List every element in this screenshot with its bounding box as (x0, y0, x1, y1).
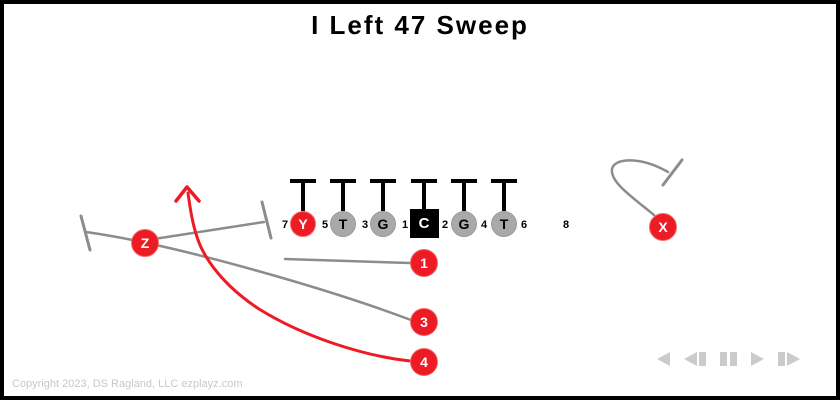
player-lg: G (370, 211, 396, 237)
block-symbol-stem-rg-icon (462, 179, 466, 211)
gap-number-4-5: 4 (480, 219, 488, 231)
step-forward-button[interactable] (778, 352, 800, 366)
step-forward-icon (787, 352, 800, 366)
player-y-label: Y (298, 216, 308, 232)
route-fb-3-lead-block-block-cap-icon (79, 214, 92, 252)
player-qb-1-label: 1 (420, 255, 428, 271)
player-rg: G (451, 211, 477, 237)
pause-icon (720, 352, 727, 366)
rewind-button[interactable] (657, 352, 670, 366)
block-symbol-stem-rt-icon (502, 179, 506, 211)
player-c-label: C (418, 214, 430, 232)
player-z-label: Z (140, 235, 150, 251)
player-fb-3-label: 3 (420, 314, 428, 330)
player-rt-label: T (499, 216, 509, 232)
pause-icon-2 (730, 352, 737, 366)
player-x-label: X (658, 219, 668, 235)
route-qb-1-path (283, 257, 412, 265)
step-back-icon (684, 352, 697, 366)
route-z-crack-block (152, 220, 266, 241)
player-rg-label: G (458, 216, 470, 232)
route-x-stalk-block-block-cap-icon (661, 158, 684, 187)
player-y: Y (290, 211, 316, 237)
player-lt-label: T (338, 216, 348, 232)
block-symbol-stem-c-icon (422, 179, 426, 209)
playback-controls (657, 352, 800, 366)
player-qb-1: 1 (410, 249, 438, 277)
play-icon (751, 352, 764, 366)
pause-button[interactable] (720, 352, 737, 366)
step-forward-bar-icon (778, 352, 785, 366)
step-back-button[interactable] (684, 352, 706, 366)
block-symbol-stem-y-icon (301, 179, 305, 211)
gap-number-1-3: 1 (401, 219, 409, 231)
player-rt: T (491, 211, 517, 237)
route-x-stalk-block (610, 159, 670, 217)
gap-number-6-6: 6 (520, 219, 528, 231)
gap-number-3-2: 3 (361, 219, 369, 231)
gap-number-2-4: 2 (441, 219, 449, 231)
player-tb-4-label: 4 (420, 354, 428, 370)
block-symbol-stem-lg-icon (381, 179, 385, 211)
player-x: X (649, 213, 677, 241)
gap-number-8-7: 8 (562, 219, 570, 231)
route-z-crack-block-block-cap-icon (260, 200, 273, 240)
rewind-icon (657, 352, 670, 366)
play-button[interactable] (751, 352, 764, 366)
route-tb-4-sweep-arrowhead-icon (174, 185, 201, 203)
player-lt: T (330, 211, 356, 237)
block-symbol-stem-lt-icon (341, 179, 345, 211)
player-tb-4: 4 (410, 348, 438, 376)
player-z: Z (131, 229, 159, 257)
copyright-text: Copyright 2023, DS Ragland, LLC ezplayz.… (12, 378, 243, 390)
play-title: I Left 47 Sweep (311, 10, 529, 40)
player-lg-label: G (377, 216, 389, 232)
gap-number-5-1: 5 (321, 219, 329, 231)
gap-number-7-0: 7 (281, 219, 289, 231)
player-fb-3: 3 (410, 308, 438, 336)
step-back-bar-icon (699, 352, 706, 366)
player-c: C (409, 208, 439, 238)
